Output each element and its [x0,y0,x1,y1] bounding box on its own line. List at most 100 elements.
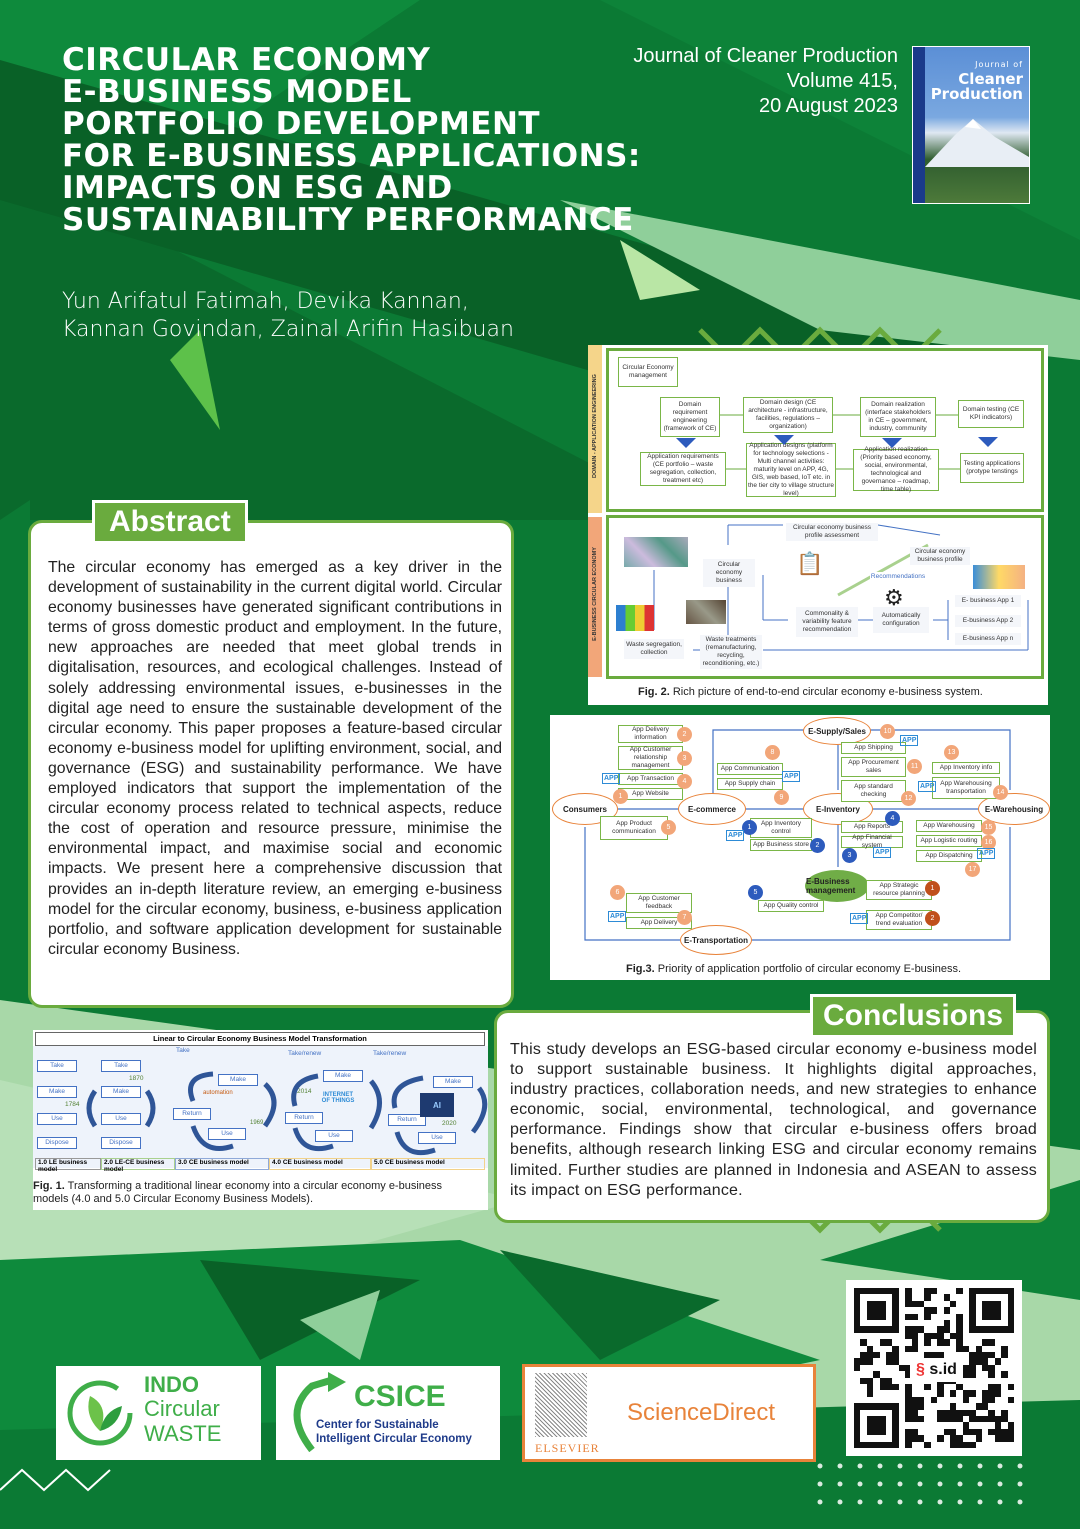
qr-module [982,1300,989,1308]
qr-module [982,1409,989,1416]
app-box: App Dispatching [916,850,982,862]
qr-module [1001,1307,1008,1314]
priority-badge: 1 [742,820,757,835]
qr-module [879,1371,886,1378]
qr-module [1007,1409,1014,1416]
qr-module [988,1435,995,1442]
qr-module [854,1326,861,1333]
qr-module [924,1339,931,1346]
node-esupply: E-Supply/Sales [803,717,871,745]
cover-title-2: Production [930,85,1023,103]
fig2-box: Circular Economy management [618,357,678,387]
qr-module [892,1441,899,1448]
qr-module [930,1294,938,1301]
qr-module [994,1319,1002,1327]
priority-badge: 14 [993,785,1008,800]
qr-module [898,1326,906,1333]
qr-module [962,1319,970,1327]
priority-badge: 10 [880,724,895,739]
fig2-label: Commonality & variability feature recomm… [796,607,858,637]
sciencedirect-text: ScienceDirect [627,1399,776,1426]
title-line: E-BUSINESS MODEL [62,74,412,110]
qr-module [943,1339,950,1346]
qr-module [860,1441,867,1448]
qr-module [943,1383,950,1391]
qr-module [924,1428,931,1436]
qr-module [994,1371,1002,1378]
qr-module [854,1396,861,1404]
qr-module [905,1396,912,1404]
qr-module [943,1319,950,1327]
qr-module [943,1313,950,1320]
qr-module [950,1409,957,1416]
qr-module [898,1371,906,1378]
qr-module [860,1294,867,1301]
qr-module [873,1294,880,1301]
fig2-box: Domain testing (CE KPI indicators) [958,400,1024,428]
qr-module [1007,1319,1014,1327]
qr-module [988,1307,995,1314]
qr-module [854,1339,861,1346]
qr-module [962,1377,970,1384]
qr-module [866,1339,874,1346]
qr-module [860,1371,867,1378]
qr-module [866,1409,874,1416]
fig1-step: Return [173,1108,211,1120]
qr-module [956,1307,963,1314]
qr-module [950,1415,957,1423]
qr-module [860,1422,867,1429]
abstract-panel [28,520,514,1008]
qr-module [854,1377,861,1384]
qr-module [911,1345,918,1352]
priority-badge: 3 [842,848,857,863]
qr-module [879,1288,886,1295]
qr-module [898,1435,906,1442]
qr-module [866,1383,874,1391]
qr-module [892,1403,899,1410]
qr-module [962,1441,970,1448]
qr-module [886,1319,893,1327]
qr-module [866,1390,874,1397]
journal-info: Journal of Cleaner Production Volume 415… [633,44,898,119]
qr-module [860,1390,867,1397]
qr-module [854,1364,861,1372]
qr-module [905,1332,912,1340]
qr-module [879,1326,886,1333]
qr-module [1007,1358,1014,1365]
qr-module [873,1339,880,1346]
qr-module [1001,1390,1008,1397]
qr-code[interactable]: § s.id [846,1280,1022,1456]
qr-module [886,1422,893,1429]
qr-module [911,1441,918,1448]
qr-module [988,1383,995,1391]
qr-module [1007,1441,1014,1448]
qr-module [982,1377,989,1384]
qr-module [879,1428,886,1436]
qr-module [918,1351,925,1359]
fig1-model-label: 2.0 LE-CE business model [101,1158,175,1173]
qr-module [988,1422,995,1429]
qr-module [866,1358,874,1365]
qr-module [854,1319,861,1327]
qr-module [956,1428,963,1436]
qr-module [937,1396,944,1404]
qr-module [898,1288,906,1295]
qr-module [873,1358,880,1365]
qr-module [1007,1383,1014,1391]
qr-module [1007,1339,1014,1346]
qr-module [873,1371,880,1378]
app-box: App standard checking [841,780,906,802]
qr-module [873,1345,880,1352]
cover-title: Journal of Cleaner Production [931,57,1023,102]
qr-module [854,1435,861,1442]
qr-module [988,1415,995,1423]
qr-module [956,1332,963,1340]
qr-module [892,1313,899,1320]
qr-module [969,1415,976,1423]
qr-module [892,1383,899,1391]
qr-module [950,1307,957,1314]
qr-module [962,1288,970,1295]
conclusions-panel [494,1010,1050,1223]
qr-module [950,1396,957,1404]
fig1-step: Dispose [37,1137,77,1149]
